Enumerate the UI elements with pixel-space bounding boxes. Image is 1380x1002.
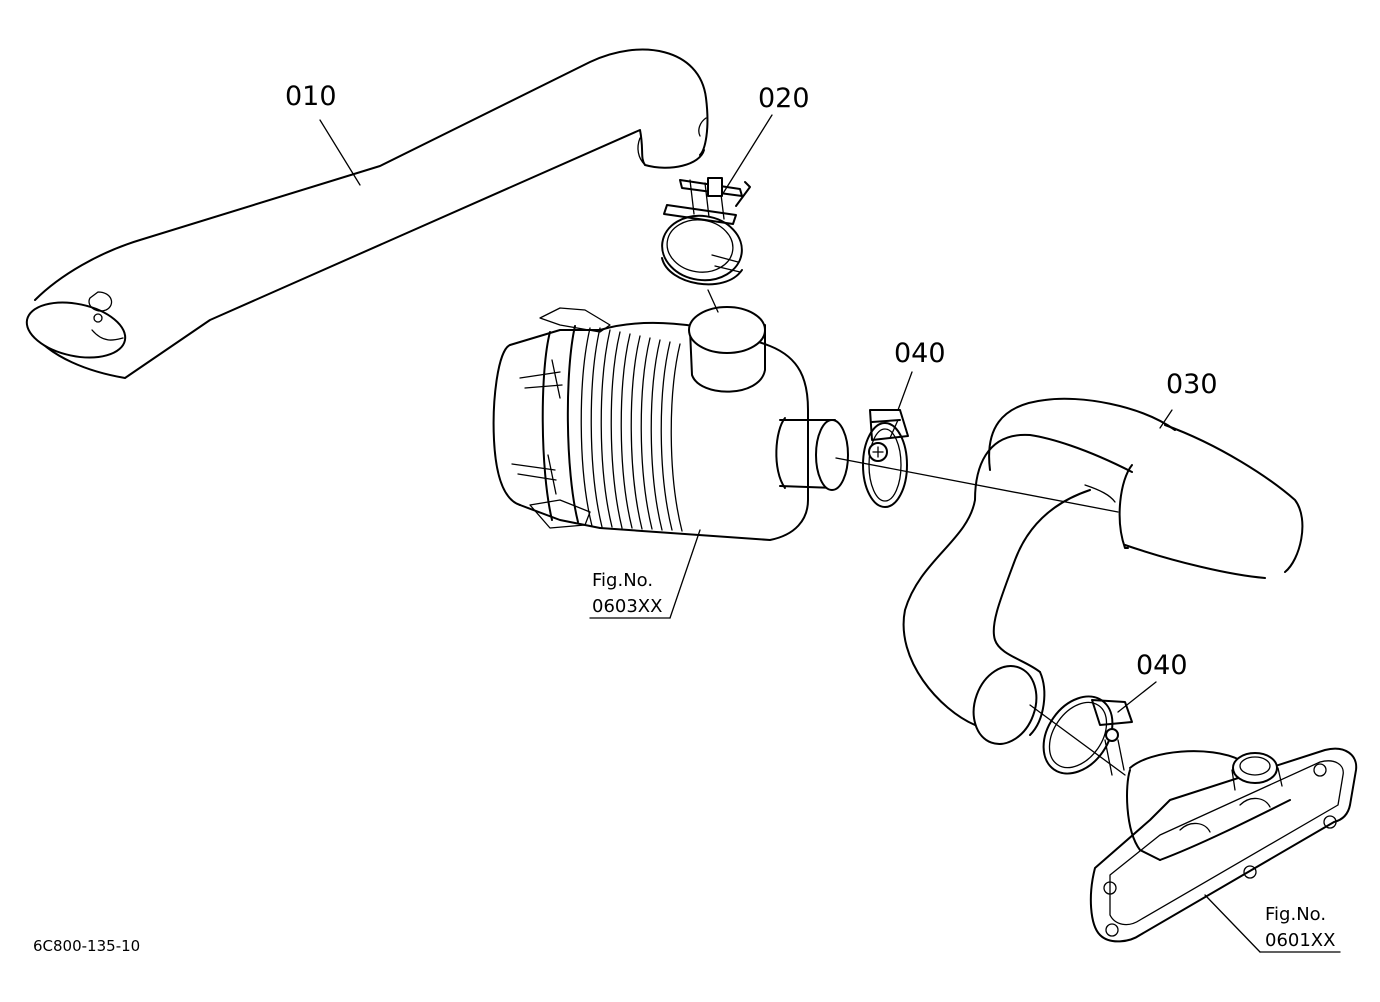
air-cleaner-assembly — [492, 306, 849, 619]
part-label-040-lower: 040 — [1136, 650, 1188, 681]
centerline-top — [707, 289, 719, 313]
ref-air-cleaner-line1: Fig.No. — [592, 570, 653, 591]
ref-manifold-line2: 0601XX — [1265, 930, 1335, 951]
ref-air-cleaner-line2: 0603XX — [592, 596, 662, 617]
hose-clamp-020 — [661, 177, 751, 286]
wire-clamp-040-upper — [862, 409, 909, 508]
part-label-010: 010 — [285, 81, 337, 112]
leader-010 — [319, 119, 361, 186]
intake-pipe-010 — [25, 48, 709, 379]
part-label-020: 020 — [758, 83, 810, 114]
leader-020 — [721, 114, 773, 196]
ref-manifold-line1: Fig.No. — [1265, 904, 1326, 925]
intake-manifold — [1089, 747, 1358, 953]
centerline-upper — [835, 457, 1119, 513]
leader-040-upper — [897, 371, 913, 411]
wire-clamp-040-lower — [1029, 695, 1133, 776]
part-label-040-upper: 040 — [894, 338, 946, 369]
part-label-030: 030 — [1166, 369, 1218, 400]
leader-030 — [1159, 409, 1173, 429]
drawing-code: 6C800-135-10 — [33, 937, 140, 955]
leader-040-lower — [1117, 681, 1157, 713]
centerline-lower — [1029, 704, 1126, 776]
rubber-hose-030 — [902, 397, 1304, 745]
